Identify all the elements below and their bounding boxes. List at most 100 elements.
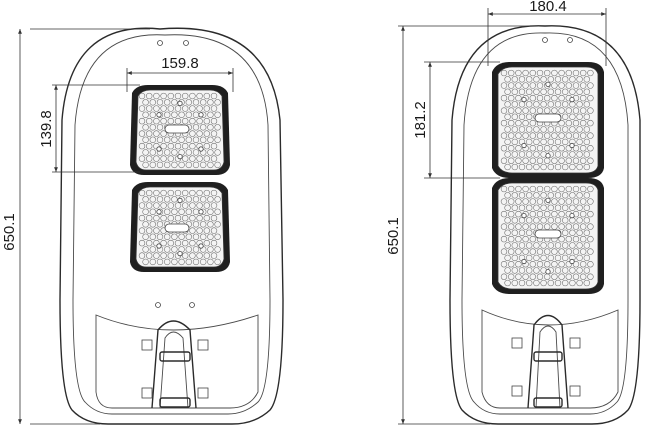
led-lens: [533, 88, 540, 95]
led-lens: [153, 117, 160, 125]
led-lens: [515, 157, 522, 164]
left-top-screw: [157, 40, 163, 46]
left-clamp-bolt-4: [197, 387, 209, 399]
led-lens: [565, 157, 572, 164]
led-lens: [576, 138, 583, 146]
led-lens: [583, 254, 590, 262]
led-lens: [533, 204, 540, 211]
led-lens: [587, 261, 594, 268]
led-lens: [565, 119, 572, 127]
led-lens: [185, 99, 192, 106]
led-lens: [189, 105, 196, 112]
led-lens: [587, 132, 594, 139]
led-lens: [518, 279, 526, 287]
led-lens: [518, 242, 526, 249]
led-lens: [572, 185, 580, 193]
led-lens: [522, 107, 529, 114]
led-lens: [174, 142, 182, 150]
led-lens: [189, 227, 196, 234]
led-lens: [554, 138, 562, 146]
led-lens: [554, 76, 562, 83]
right-mount-bracket: [527, 314, 569, 409]
led-lens: [533, 151, 540, 158]
left-led-module-lower: [130, 182, 230, 272]
led-lens: [533, 126, 540, 133]
led-lens: [576, 242, 583, 249]
led-lens: [551, 132, 558, 139]
led-lens: [207, 124, 214, 131]
led-lens: [203, 202, 210, 209]
led-lens: [164, 208, 171, 215]
led-lens: [185, 233, 192, 240]
right-top-screw: [542, 37, 548, 43]
led-lens: [533, 76, 540, 83]
led-lens: [192, 258, 200, 266]
led-lens: [547, 126, 554, 133]
led-lens: [536, 261, 544, 268]
led-lens: [178, 233, 185, 240]
led-lens: [551, 69, 558, 77]
left-mount-bracket: [151, 320, 197, 409]
led-lens: [189, 239, 196, 247]
led-lens: [569, 242, 576, 249]
led-lens: [529, 185, 536, 193]
led-lens: [511, 279, 518, 287]
led-lens: [500, 198, 508, 205]
led-lens: [587, 235, 594, 243]
led-lens: [540, 88, 547, 95]
led-lens: [164, 246, 171, 253]
led-lens: [583, 242, 590, 249]
led-lens: [146, 252, 153, 259]
led-lens: [182, 252, 189, 259]
led-lens: [149, 149, 156, 156]
led-lens: [153, 130, 160, 137]
led-lens: [540, 192, 547, 199]
led-lens: [196, 105, 203, 112]
led-lens: [214, 233, 221, 240]
led-lens: [210, 117, 218, 125]
led-lens: [554, 88, 562, 95]
led-lens: [565, 235, 572, 243]
led-lens: [214, 208, 221, 215]
led-lens: [153, 227, 160, 234]
led-lens: [142, 149, 149, 156]
led-lens: [160, 155, 167, 162]
led-lens: [529, 69, 536, 77]
led-lens: [529, 132, 536, 139]
led-lens: [569, 163, 576, 171]
right-lower-panel: [481, 309, 619, 409]
module-screw: [156, 112, 162, 118]
led-lens: [547, 101, 554, 108]
led-lens: [508, 82, 515, 89]
led-lens: [533, 192, 540, 199]
led-lens: [504, 163, 511, 171]
left-mount-slot-upper: [159, 351, 191, 362]
led-lens: [580, 69, 587, 77]
led-lens: [214, 136, 221, 143]
led-lens: [572, 145, 580, 152]
led-lens: [146, 227, 153, 234]
led-lens: [500, 69, 508, 77]
right-led-module-upper: [492, 62, 604, 178]
led-lens: [515, 210, 522, 218]
led-lens: [544, 210, 551, 218]
led-lens: [583, 163, 590, 171]
led-lens: [529, 145, 536, 152]
led-lens: [174, 117, 182, 125]
led-lens: [526, 229, 533, 236]
led-lens: [536, 185, 544, 193]
led-lens: [547, 192, 554, 199]
led-lens: [554, 242, 562, 249]
led-lens: [515, 94, 522, 102]
led-lens: [508, 198, 515, 205]
led-lens: [214, 124, 221, 131]
led-lens: [149, 233, 156, 240]
right-module-upper-label-plate: [534, 113, 562, 123]
led-lens: [504, 151, 511, 158]
led-lens: [540, 279, 547, 287]
led-lens: [533, 163, 540, 171]
led-lens: [533, 279, 540, 287]
led-lens: [196, 214, 203, 222]
led-lens: [189, 92, 196, 100]
led-lens: [203, 189, 210, 197]
